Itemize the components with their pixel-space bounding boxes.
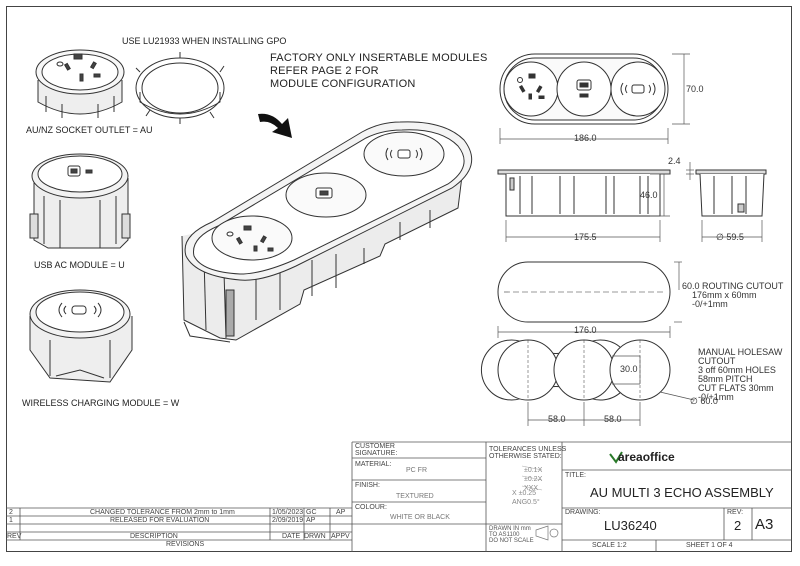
tolerances-label: TOLERANCES UNLESS OTHERWISE STATED: <box>489 446 567 460</box>
wireless-module-label: WIRELESS CHARGING MODULE = W <box>22 398 180 408</box>
tolerance-3: XXX <box>524 485 539 492</box>
revision-row-drwn: AP <box>306 517 316 524</box>
revisions-title: REVISIONS <box>166 541 205 548</box>
holesaw-note-line3: 3 off 60mm HOLES <box>698 365 776 375</box>
scale-value: SCALE 1:2 <box>592 542 627 549</box>
factory-note-line3: MODULE CONFIGURATION <box>270 78 416 90</box>
gpo-note: USE LU21933 WHEN INSTALLING GPO <box>122 36 287 46</box>
rev-label: REV: <box>727 509 744 516</box>
side-view <box>695 169 767 217</box>
rev-value: 2 <box>734 518 742 533</box>
front-view <box>497 169 671 217</box>
dim-body-width: 175.5 <box>574 232 597 242</box>
au-module-view <box>35 49 125 118</box>
drawing-title: AU MULTI 3 ECHO ASSEMBLY <box>590 485 774 500</box>
finish-label: FINISH: <box>355 482 380 489</box>
holesaw-note-line2: CUTOUT <box>698 356 736 366</box>
revision-header-rev: REV <box>7 533 22 540</box>
routing-note: 60.0 ROUTING CUTOUT 176mm x 60mm -0/+1mm <box>682 282 783 309</box>
revision-header-appv: APPV <box>331 533 350 540</box>
wireless-module-view <box>29 289 133 383</box>
revision-row-date: 2/09/2019 <box>272 517 304 524</box>
holesaw-cutout <box>480 339 671 401</box>
dim-cutout-width: 176.0 <box>574 325 597 335</box>
revision-row-appv: AP <box>336 509 346 516</box>
material-label: MATERIAL: <box>355 461 392 468</box>
au-module-label: AU/NZ SOCKET OUTLET = AU <box>26 125 153 135</box>
revision-row-drwn: GC <box>306 509 317 516</box>
company-name: areaoffice <box>618 450 675 464</box>
revision-header-drwn: DRWN <box>304 533 326 540</box>
routing-cutout <box>497 261 671 323</box>
holesaw-note-line6: -0/+1mm <box>698 392 734 402</box>
sheet-size: A3 <box>755 516 774 533</box>
dim-body-height: 46.0 <box>640 190 658 200</box>
factory-note-line2: REFER PAGE 2 FOR <box>270 65 379 77</box>
dim-flange: 2.4 <box>668 156 681 166</box>
customer-signature-label: CUSTOMER SIGNATURE: <box>355 443 398 457</box>
colour-value: WHITE OR BLACK <box>390 514 450 521</box>
tolerances-list: ±0.1X ±0.2X XXX <box>524 466 542 493</box>
usb-module-view <box>29 153 131 249</box>
routing-note-line2: 176mm x 60mm <box>692 290 757 300</box>
revision-row-description: CHANGED TOLERANCE FROM 2mm to 1mm <box>90 509 235 516</box>
tolerance-1: ±0.1X <box>524 467 543 474</box>
dim-pitch-left: 58.0 <box>548 414 566 424</box>
drawing-label: DRAWING: <box>565 509 601 516</box>
holesaw-note-line1: MANUAL HOLESAW <box>698 347 783 357</box>
main-assembly-view <box>181 121 473 343</box>
revision-row-rev: 1 <box>9 517 13 524</box>
gpo-ring-view <box>135 52 225 124</box>
colour-label: COLOUR: <box>355 504 387 511</box>
revision-header-date: DATE <box>282 533 301 540</box>
tolerance-4: X ±0.25 <box>512 490 537 497</box>
holesaw-note: MANUAL HOLESAW CUTOUT 3 off 60mm HOLES 5… <box>698 348 782 402</box>
drawing-border <box>6 6 792 552</box>
tolerances-list-2: X ±0.25 ANG0.5° <box>512 489 540 507</box>
holesaw-note-line4: 58mm PITCH <box>698 374 753 384</box>
finish-value: TEXTURED <box>396 493 434 500</box>
routing-note-line3: -0/+1mm <box>692 299 728 309</box>
tolerance-5: ANG0.5° <box>512 499 540 506</box>
drawing-number: LU36240 <box>604 518 657 533</box>
revision-row-description: RELEASED FOR EVALUATION <box>110 517 210 524</box>
holesaw-note-line5: CUT FLATS 30mm <box>698 383 774 393</box>
material-value: PC FR <box>406 467 427 474</box>
routing-note-line1: 60.0 ROUTING CUTOUT <box>682 281 784 291</box>
direction-arrow <box>258 113 292 138</box>
revision-row-rev: 2 <box>9 509 13 516</box>
dim-pitch-right: 58.0 <box>604 414 622 424</box>
projection-symbol-icon <box>535 525 559 541</box>
revision-row-date: 1/05/2023 <box>272 509 304 516</box>
sheet-count: SHEET 1 OF 4 <box>686 542 733 549</box>
tolerance-2: ±0.2X <box>524 476 543 483</box>
top-view <box>499 53 669 125</box>
title-label: TITLE: <box>565 472 587 479</box>
revision-header-description: DESCRIPTION <box>130 533 178 540</box>
company-logo-icon <box>609 451 623 464</box>
dim-body-diameter: ∅ 59.5 <box>716 232 744 242</box>
dim-top-height: 70.0 <box>686 84 704 94</box>
dim-flat: 30.0 <box>620 364 638 374</box>
dim-hole-dia: ∅ 60.0 <box>690 396 718 406</box>
dim-top-width: 186.0 <box>574 133 597 143</box>
drawn-in-note: DRAWN IN mm TO AS1100 DO NOT SCALE <box>489 526 534 544</box>
factory-note-line1: FACTORY ONLY INSERTABLE MODULES <box>270 52 488 64</box>
usb-module-label: USB AC MODULE = U <box>34 260 125 270</box>
